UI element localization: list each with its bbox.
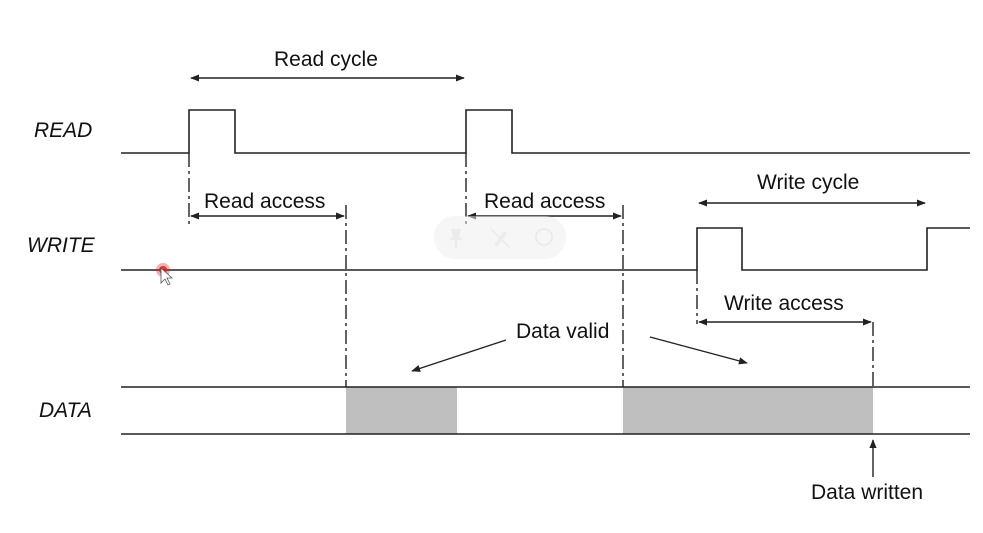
read-cycle-label: Read cycle: [274, 48, 378, 71]
data-valid-region-1: [346, 387, 457, 434]
read-access-2-label: Read access: [484, 190, 605, 213]
pen-off-icon[interactable]: [490, 228, 510, 248]
data-valid-label: Data valid: [516, 320, 609, 343]
read-signal-label: READ: [34, 119, 92, 142]
pin-icon[interactable]: [449, 229, 463, 247]
circle-icon[interactable]: [535, 228, 553, 246]
data-written-label: Data written: [811, 481, 923, 504]
write-access-label: Write access: [724, 292, 844, 315]
write-waveform: [121, 227, 970, 271]
floating-toolbar: [434, 216, 566, 259]
mouse-cursor: [156, 263, 174, 286]
data-signal-label: DATA: [39, 399, 92, 422]
data-valid-region-2: [623, 387, 873, 434]
write-signal-label: WRITE: [27, 234, 96, 257]
write-cycle-label: Write cycle: [757, 171, 859, 194]
read-access-1-label: Read access: [204, 190, 325, 213]
data-valid-arrow-left: [411, 339, 507, 372]
read-waveform: [121, 109, 970, 154]
data-valid-arrow-right: [649, 336, 748, 365]
